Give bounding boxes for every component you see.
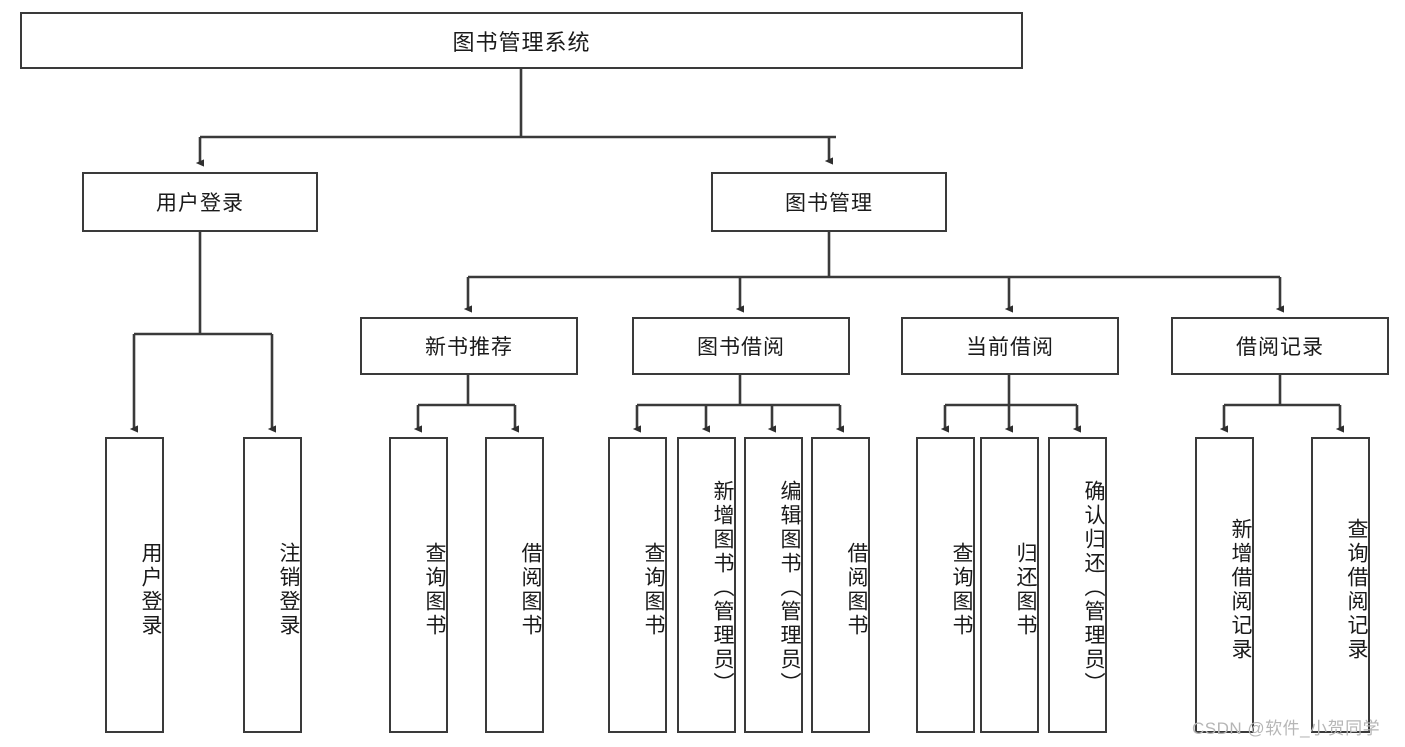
leaf-current-borrow-return-book[interactable]: 归还图书 [980, 437, 1039, 733]
leaf-book-borrow-edit-book-admin[interactable]: 编辑图书（管理员） [744, 437, 803, 733]
node-label: 确认归还（管理员） [1082, 480, 1105, 696]
leaf-current-borrow-query-book[interactable]: 查询图书 [916, 437, 975, 733]
node-label: 查询图书 [642, 542, 665, 638]
node-label: 图书管理 [785, 192, 873, 215]
leaf-user-login-logout[interactable]: 注销登录 [243, 437, 302, 733]
node-book-borrow[interactable]: 图书借阅 [632, 317, 850, 375]
node-borrow-record[interactable]: 借阅记录 [1171, 317, 1389, 375]
node-label: 查询图书 [423, 542, 446, 638]
node-label: 图书管理系统 [452, 29, 591, 55]
leaf-book-borrow-add-book-admin[interactable]: 新增图书（管理员） [677, 437, 736, 733]
leaf-book-borrow-borrow-book[interactable]: 借阅图书 [811, 437, 870, 733]
node-book-management[interactable]: 图书管理 [711, 172, 947, 232]
node-label: 查询图书 [950, 542, 973, 638]
node-label: 注销登录 [277, 542, 300, 638]
leaf-current-borrow-confirm-return-admin[interactable]: 确认归还（管理员） [1048, 437, 1107, 733]
leaf-book-borrow-query-book[interactable]: 查询图书 [608, 437, 667, 733]
node-label: 借阅图书 [519, 542, 542, 638]
leaf-new-book-borrow-book[interactable]: 借阅图书 [485, 437, 544, 733]
node-current-borrow[interactable]: 当前借阅 [901, 317, 1119, 375]
node-label: 用户登录 [156, 192, 244, 215]
node-label: 新增借阅记录 [1229, 518, 1252, 662]
node-label: 归还图书 [1014, 542, 1037, 638]
leaf-new-book-query-book[interactable]: 查询图书 [389, 437, 448, 733]
leaf-borrow-record-query-record[interactable]: 查询借阅记录 [1311, 437, 1370, 733]
node-label: 当前借阅 [966, 336, 1054, 359]
node-label: 查询借阅记录 [1345, 518, 1368, 662]
node-new-book-recommend[interactable]: 新书推荐 [360, 317, 578, 375]
node-root-book-management-system[interactable]: 图书管理系统 [20, 12, 1023, 69]
csdn-watermark: CSDN @软件_小贺同学 [1192, 719, 1381, 738]
node-user-login[interactable]: 用户登录 [82, 172, 318, 232]
leaf-borrow-record-add-record[interactable]: 新增借阅记录 [1195, 437, 1254, 733]
node-label: 编辑图书（管理员） [778, 480, 801, 696]
node-label: 图书借阅 [697, 336, 785, 359]
node-label: 新书推荐 [425, 336, 513, 359]
node-label: 借阅图书 [845, 542, 868, 638]
node-label: 借阅记录 [1236, 336, 1324, 359]
node-label: 用户登录 [139, 542, 162, 638]
leaf-user-login-login[interactable]: 用户登录 [105, 437, 164, 733]
node-label: 新增图书（管理员） [711, 480, 734, 696]
